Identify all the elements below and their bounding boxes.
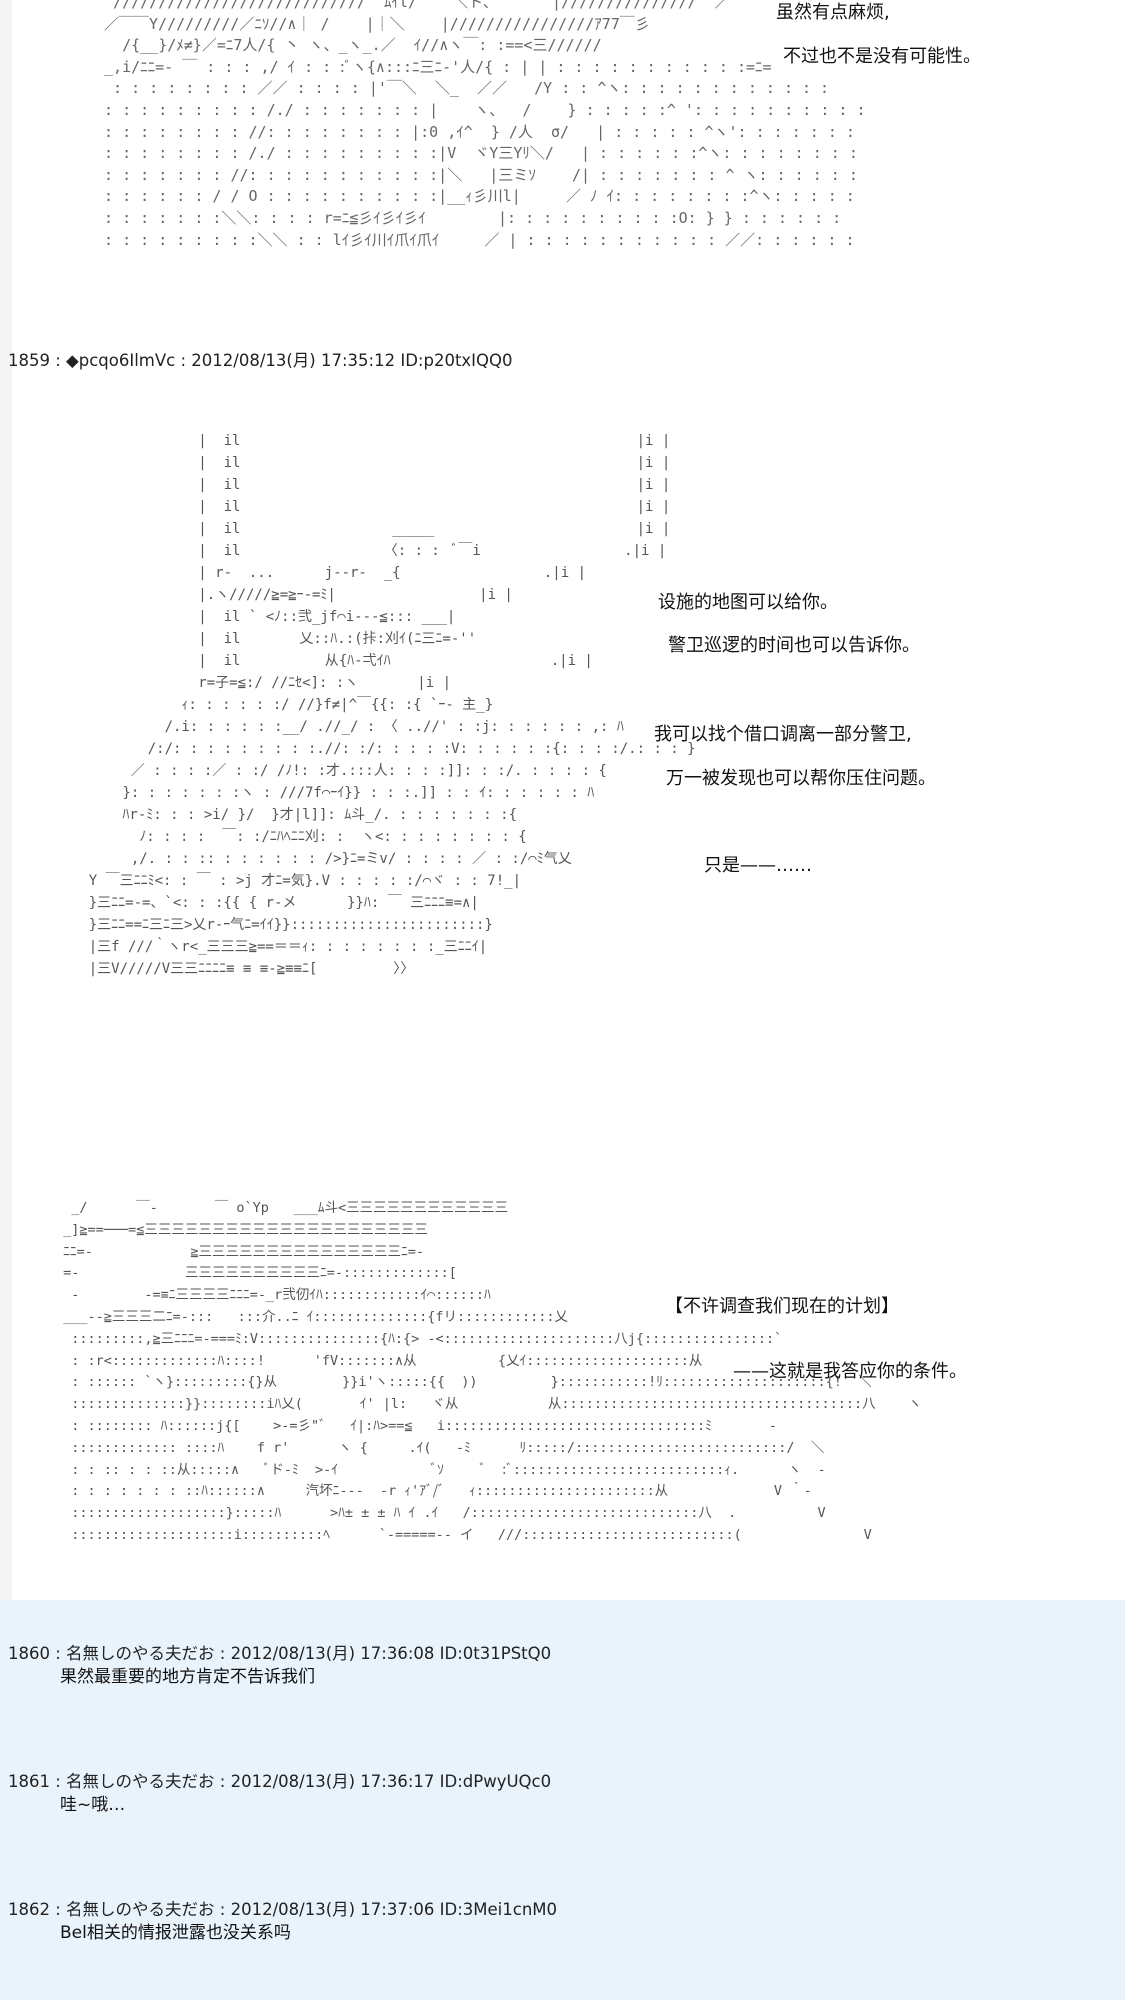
speech-line: 设施的地图可以给你。	[658, 592, 838, 613]
post-header: 1859 : ◆pcqo6IlmVc : 2012/08/13(月) 17:35…	[8, 351, 513, 370]
ascii-art-scene-1: //////////////////////////// ﾑｲl/ ＼ト、 |/…	[104, 0, 866, 249]
speech-line: 只是——……	[704, 855, 812, 876]
comments-area	[0, 1600, 1125, 2000]
ascii-art-scene-2: | il |i | | il |i | | il	[88, 433, 696, 977]
post-header: 1861 : 名無しのやる夫だお : 2012/08/13(月) 17:36:1…	[8, 1772, 552, 1791]
speech-line: 我可以找个借口调离一部分警卫,	[654, 724, 912, 745]
speech-line: 虽然有点麻烦,	[776, 2, 890, 23]
speech-line: ——这就是我答应你的条件。	[733, 1361, 967, 1382]
post-body: 哇~哦…	[60, 1795, 126, 1815]
post-header: 1862 : 名無しのやる夫だお : 2012/08/13(月) 17:37:0…	[8, 1900, 558, 1919]
post-body: 果然最重要的地方肯定不告诉我们	[60, 1667, 315, 1687]
speech-line: 万一被发现也可以帮你压住问题。	[666, 768, 936, 789]
left-margin-strip	[0, 0, 12, 1600]
ascii-art-scene-3: _/ ￣- ￣ o`Yp ___ﾑ斗<三三三三三三三三三三三三 _]≧==───…	[63, 1200, 922, 1543]
speech-line: 警卫巡逻的时间也可以告诉你。	[668, 635, 920, 656]
post-header: 1860 : 名無しのやる夫だお : 2012/08/13(月) 17:36:0…	[8, 1644, 552, 1663]
speech-line: 【不许调查我们现在的计划】	[665, 1296, 899, 1317]
speech-line: 不过也不是没有可能性。	[783, 46, 981, 67]
content-area	[12, 0, 1125, 1600]
post-body: Bel相关的情报泄露也没关系吗	[60, 1923, 291, 1943]
